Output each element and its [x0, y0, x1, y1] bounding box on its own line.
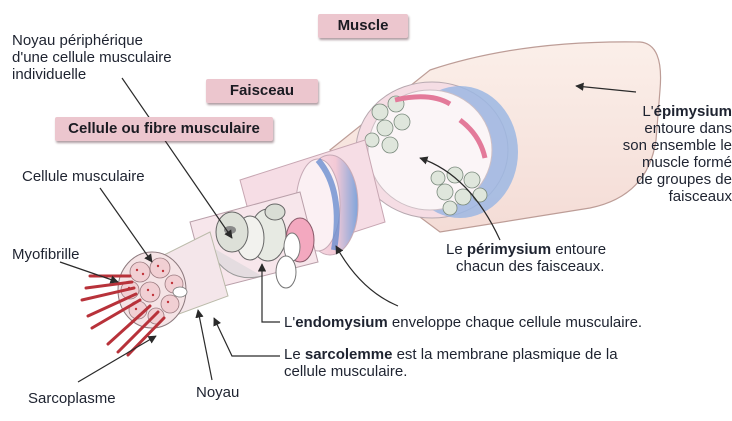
label-epimysium: L'épimysium entoure dans son ensemble le… — [580, 103, 732, 205]
label-perimysium: Le périmysium entoure chacun des faiscea… — [446, 241, 606, 275]
label-endomysium: L'endomysium enveloppe chaque cellule mu… — [284, 314, 642, 331]
cellule-fibre-tag: Cellule ou fibre musculaire — [55, 117, 273, 141]
single-fibre-cross-section — [118, 232, 228, 328]
faisceau-tag: Faisceau — [206, 79, 318, 103]
label-noyau: Noyau — [196, 384, 239, 401]
label-cellule-musculaire: Cellule musculaire — [22, 168, 145, 185]
label-sarcoplasme: Sarcoplasme — [28, 390, 116, 407]
label-sarcolemme: Le sarcolemme est la membrane plasmique … — [284, 346, 618, 380]
muscle-cross-section — [356, 82, 518, 218]
muscle-tag: Muscle — [318, 14, 408, 38]
label-myofibrille: Myofibrille — [12, 246, 80, 263]
label-noyau-peripherique: Noyau périphérique d'une cellule muscula… — [12, 32, 172, 83]
